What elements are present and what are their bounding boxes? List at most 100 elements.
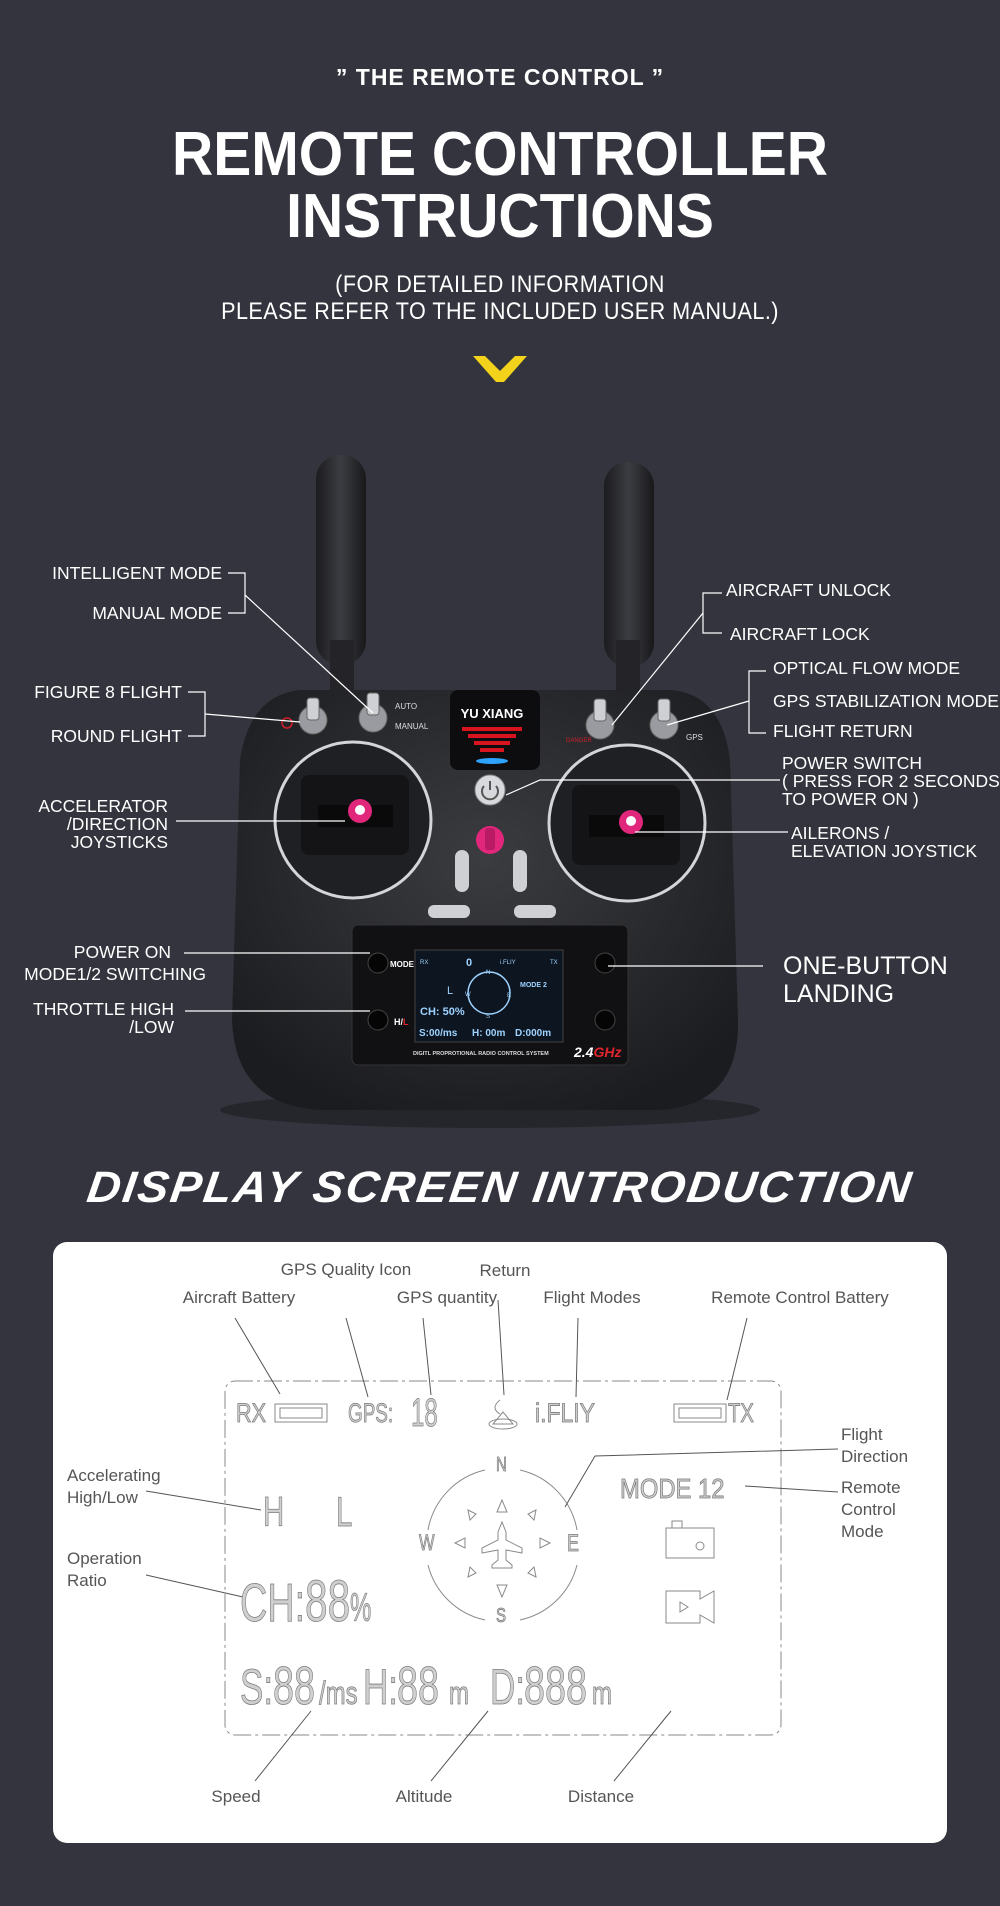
svg-text:0: 0 — [466, 957, 472, 969]
svg-text:DANGER: DANGER — [566, 738, 592, 744]
lcd-s-unit: /ms — [319, 1675, 358, 1712]
lcd-mode: MODE 12 — [620, 1473, 725, 1505]
svg-text:N: N — [486, 970, 490, 976]
lcd-compass-s: S — [496, 1605, 507, 1628]
svg-text:RX: RX — [420, 960, 428, 966]
lcd-diagram — [145, 1299, 839, 1782]
svg-text:MODE 2: MODE 2 — [520, 982, 547, 989]
lcd-gps: GPS: — [348, 1398, 394, 1429]
lcd-h: H — [263, 1488, 285, 1536]
rc-battery-icon — [673, 1403, 727, 1423]
svg-text:MANUAL: MANUAL — [395, 722, 429, 731]
diagram-leader-lines — [145, 1299, 839, 1782]
label-aircraft-battery: Aircraft Battery — [182, 1288, 296, 1307]
label-figure8-flight: FIGURE 8 FLIGHT — [34, 682, 182, 702]
svg-text:AUTO: AUTO — [395, 702, 417, 711]
svg-text:i.FLIY: i.FLIY — [500, 960, 516, 966]
lcd-pct: % — [349, 1586, 371, 1631]
lcd-compass-n: N — [496, 1454, 507, 1477]
lcd-h-unit: m — [448, 1675, 470, 1712]
lcd-d-unit: m — [591, 1675, 612, 1712]
svg-text:D:000m: D:000m — [515, 1028, 551, 1039]
left-antenna — [316, 455, 366, 665]
right-antenna — [604, 462, 654, 667]
lcd-s: S: — [240, 1659, 274, 1716]
svg-text:2.4GHz: 2.4GHz — [573, 1044, 621, 1060]
right-joystick — [547, 743, 707, 903]
brand-logo: YU XIANG — [461, 706, 524, 721]
video-icon — [665, 1590, 715, 1624]
page-title-line2: INSTRUCTIONS — [286, 182, 714, 251]
label-optical-flow-mode: OPTICAL FLOW MODE — [773, 658, 961, 678]
label-return: Return — [479, 1261, 531, 1280]
label-altitude: Altitude — [395, 1787, 453, 1806]
lcd-h-digits: 88 — [396, 1656, 440, 1717]
lcd-ch: CH: — [240, 1573, 306, 1634]
svg-text:S: S — [486, 1014, 490, 1020]
svg-text:H/L: H/L — [394, 1017, 409, 1027]
svg-text:E: E — [507, 993, 511, 999]
aircraft-battery-icon — [274, 1403, 328, 1423]
lcd-compass-w: W — [419, 1530, 435, 1556]
lcd-rx: RX — [236, 1398, 267, 1429]
lcd-l: L — [336, 1488, 353, 1536]
svg-text:S:00/ms: S:00/ms — [419, 1028, 458, 1039]
lcd-ch-digits: 88 — [305, 1569, 351, 1635]
label-distance: Distance — [567, 1787, 635, 1806]
svg-text:GPS: GPS — [686, 733, 703, 742]
lcd-hh: H: — [362, 1659, 399, 1716]
return-icon — [491, 1399, 515, 1425]
label-round-flight: ROUND FLIGHT — [50, 726, 182, 746]
label-gps-stabilization-mode: GPS STABILIZATION MODE — [773, 691, 999, 711]
svg-text:CH: 50%: CH: 50% — [420, 1006, 465, 1018]
display-diagram-card — [53, 1242, 947, 1843]
camera-icon — [665, 1527, 715, 1559]
lcd-s-digits: 88 — [273, 1656, 316, 1717]
lcd-compass-e: E — [567, 1530, 580, 1558]
label-manual-mode: MANUAL MODE — [92, 603, 222, 623]
lcd-flight-mode: i.FLIY — [535, 1398, 596, 1429]
label-gps-quality-icon: GPS Quality Icon — [280, 1260, 412, 1279]
note-line1: (FOR DETAILED INFORMATION — [335, 271, 665, 298]
svg-text:MODE: MODE — [390, 960, 415, 969]
label-gps-quantity: GPS quantity — [396, 1288, 498, 1307]
label-flight-return: FLIGHT RETURN — [773, 721, 913, 741]
callout-lines — [176, 572, 788, 1012]
lcd-screen — [414, 949, 564, 1043]
lcd-tx: TX — [728, 1398, 754, 1429]
lcd-ch-row: CH:88% — [240, 1568, 385, 1635]
label-speed: Speed — [211, 1787, 261, 1806]
label-aircraft-lock: AIRCRAFT LOCK — [730, 624, 870, 644]
page-title-line1: REMOTE CONTROLLER — [172, 120, 828, 189]
note-line2: PLEASE REFER TO THE INCLUDED USER MANUAL… — [221, 298, 779, 325]
label-rc-battery: Remote Control Battery — [711, 1288, 889, 1307]
remote-controller-image: AUTO MANUAL DANGER GPS YU XIANG — [176, 455, 788, 1128]
svg-text:L: L — [447, 985, 453, 997]
label-aircraft-unlock: AIRCRAFT UNLOCK — [726, 580, 891, 600]
lcd-gps-digits: 18 — [411, 1391, 438, 1436]
svg-text:W: W — [465, 992, 471, 998]
svg-text:H: 00m: H: 00m — [472, 1028, 505, 1039]
lcd-d-digits: 888 — [523, 1656, 587, 1717]
chevron-down-icon — [473, 356, 527, 382]
lcd-d: D: — [489, 1659, 525, 1716]
left-joystick — [273, 740, 433, 900]
section-title-display: DISPLAY SCREEN INTRODUCTION — [84, 1163, 917, 1212]
svg-text:TX: TX — [550, 960, 558, 966]
label-intelligent-mode: INTELLIGENT MODE — [52, 563, 222, 583]
kicker-text: ” THE REMOTE CONTROL ” — [335, 64, 665, 90]
label-throttle-high-low: THROTTLE HIGH/LOW — [33, 999, 174, 1037]
aircraft-icon — [481, 1520, 523, 1569]
svg-text:DIGITL PROPROTIONAL RADIO CONT: DIGITL PROPROTIONAL RADIO CONTROL SYSTEM — [413, 1051, 549, 1057]
label-ailerons-joystick: AILERONS /ELEVATION JOYSTICK — [791, 823, 978, 861]
